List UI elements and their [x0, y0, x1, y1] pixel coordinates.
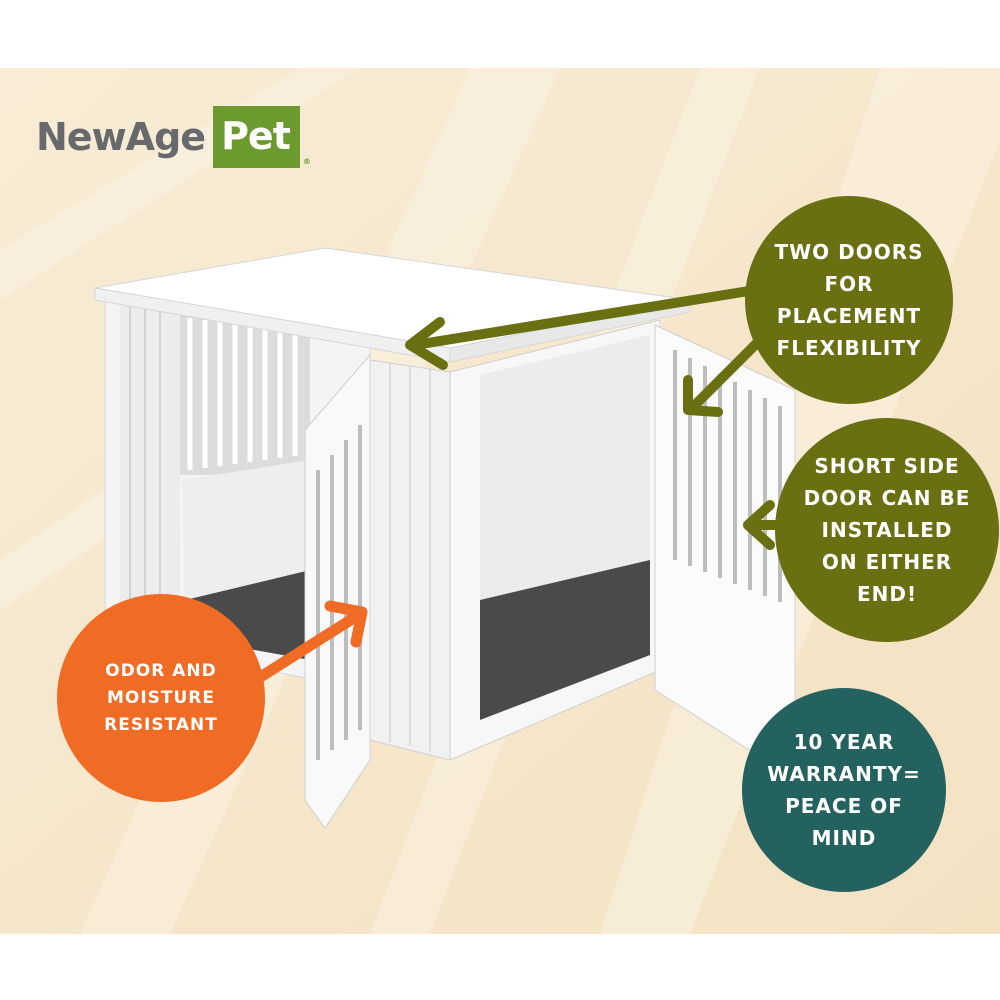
callout-line: DOOR CAN BE [803, 486, 971, 510]
callout-line: MOISTURE [106, 687, 216, 708]
left-bars [187, 318, 298, 470]
dog-crate [94, 247, 796, 829]
callout-line: ODOR AND [105, 660, 217, 681]
callout-two-doors: TWO DOORS FOR PLACEMENT FLEXIBILITY [745, 196, 953, 404]
callout-odor-resistant: ODOR AND MOISTURE RESISTANT [57, 594, 265, 802]
callout-line: PLACEMENT [776, 304, 922, 328]
callout-line: 10 YEAR [793, 730, 895, 754]
logo-brand-accent: Pet ® [213, 106, 311, 168]
callout-line: FOR [824, 272, 874, 296]
arrow-odor [256, 608, 366, 682]
callout-line: MIND [811, 826, 877, 850]
callout-short-side-door: SHORT SIDE DOOR CAN BE INSTALLED ON EITH… [775, 418, 999, 642]
registered-mark: ® [302, 157, 311, 166]
callout-line: ON EITHER [821, 550, 953, 574]
arrows [256, 285, 805, 682]
brand-logo: NewAge Pet ® [36, 101, 311, 173]
callout-line: TWO DOORS [774, 240, 924, 264]
logo-accent-text: Pet [221, 114, 291, 158]
arrow-top [410, 285, 760, 350]
callout-line: FLEXIBILITY [776, 336, 922, 360]
logo-brand-text: NewAge [36, 115, 206, 159]
callout-line: INSTALLED [821, 518, 953, 542]
callout-line: WARRANTY= [767, 762, 921, 786]
callout-warranty: 10 YEAR WARRANTY= PEACE OF MIND [742, 688, 946, 892]
front-door [304, 353, 371, 829]
callout-line: END! [856, 582, 918, 606]
callout-line: SHORT SIDE [814, 454, 960, 478]
callout-line: PEACE OF [785, 794, 903, 818]
callout-line: RESISTANT [104, 714, 218, 735]
